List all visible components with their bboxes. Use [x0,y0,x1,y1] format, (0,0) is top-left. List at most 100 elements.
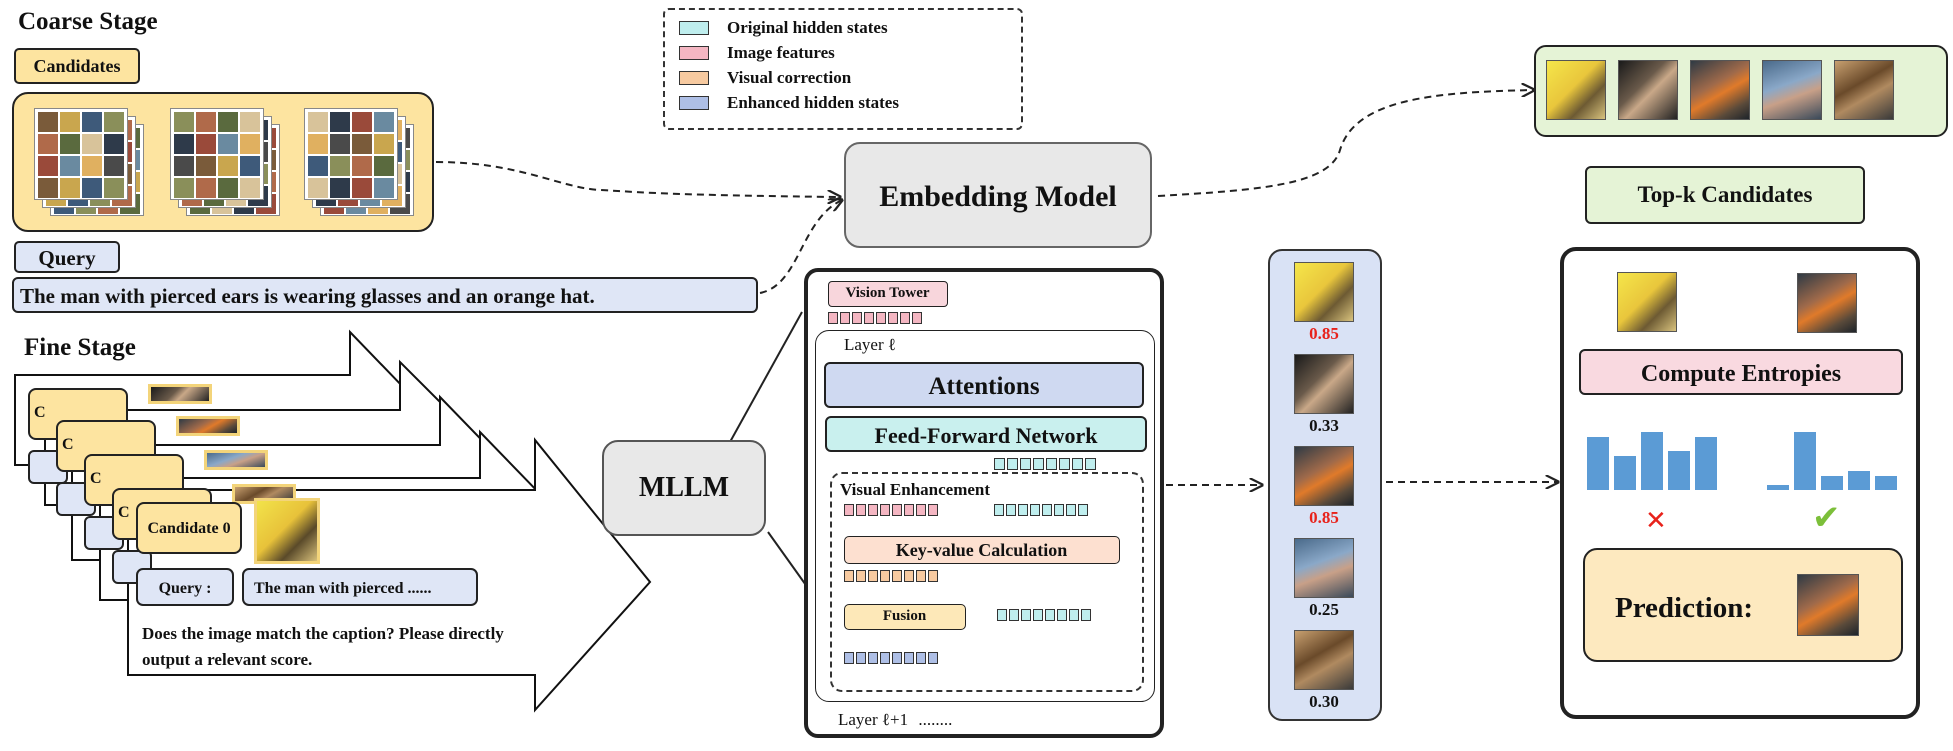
visual-enhancement-label: Visual Enhancement [840,480,991,499]
token-cell [1054,504,1064,516]
collage-tile [218,156,238,176]
score-value: 0.33 [1309,416,1339,435]
token-cell [844,504,854,516]
token-cell [916,570,926,582]
collage-tile [196,134,216,154]
collage-tile [330,178,350,198]
collage-tile [218,112,238,132]
collage-tile [38,134,58,154]
arrow-candidates-to-embedding [435,161,840,197]
token-cell [880,652,890,664]
fine-back-candidate-label: C [90,470,102,487]
token-cell [1046,458,1057,470]
ffn-label: Feed-Forward Network [874,423,1098,448]
collage-tile [60,156,80,176]
collage-tile [104,156,124,176]
entropy-bars-left [1587,432,1719,490]
token-cell [856,504,866,516]
collage-tile [374,134,394,154]
token-cell [1009,609,1019,621]
token-cell [892,504,902,516]
collage-tile [196,112,216,132]
token-cell [1059,458,1070,470]
collage-tile [82,112,102,132]
topk-thumbnail [1690,60,1750,120]
token-cell [880,570,890,582]
query-box: The man with pierced ears is wearing gla… [12,277,758,313]
fine-back-candidate-label: C [118,504,130,521]
query-tag-label: Query [38,246,96,270]
collage-tile [218,134,238,154]
score-image [1294,538,1354,598]
embedding-model-label: Embedding Model [879,180,1117,213]
fine-query-text: The man with pierced ...... [254,580,432,597]
entropy-bar [1614,456,1636,490]
mllm-label: MLLM [638,472,730,503]
collage-tile [240,134,260,154]
token-cell [1021,609,1031,621]
vision-tower-label: Vision Tower [845,285,930,301]
token-cell [1085,458,1096,470]
vision-tower-box: Vision Tower [828,281,948,307]
fusion-box: Fusion [844,604,966,630]
collage-tile [196,178,216,198]
arrow-embedding-to-topk [1157,90,1534,197]
layer-next-dots: ........ [918,710,953,729]
token-cell [828,312,838,324]
token-cell [1069,609,1079,621]
legend-label: Image features [727,43,835,62]
token-cell [1066,504,1076,516]
entropy-bar [1695,436,1717,490]
token-cell [1072,458,1083,470]
token-cell [997,609,1007,621]
collage-tile [352,156,372,176]
zoom-line-bottom [767,531,809,589]
topk-thumbnail [1546,60,1606,120]
token-cell [1018,504,1028,516]
token-cell [994,458,1005,470]
collage-tile [196,156,216,176]
score-image [1294,354,1354,414]
collage-tile [308,156,328,176]
legend-item: Original hidden states [679,18,888,38]
token-cell [928,652,938,664]
coarse-stage-title: Coarse Stage [18,8,158,35]
collage-tile [240,156,260,176]
collage-tile [374,112,394,132]
token-cell [1042,504,1052,516]
entropy-bar [1641,432,1663,490]
collage-tile [38,178,58,198]
visual-enhancement-panel [830,472,1144,692]
token-cell [1007,458,1018,470]
score-value: 0.25 [1309,600,1339,619]
kv-calc-box: Key-value Calculation [844,536,1120,564]
legend-swatch [679,96,709,110]
legend-item: Image features [679,43,835,63]
collage-tile [374,156,394,176]
token-cell [852,312,862,324]
compute-entropies-box: Compute Entropies [1579,349,1903,395]
token-cell [1033,609,1043,621]
layer-l-label: Layer ℓ [844,335,897,354]
entropy-image-right [1797,273,1857,333]
collage-tile [82,178,102,198]
token-cell [1033,458,1044,470]
token-cell [876,312,886,324]
token-cell [928,504,938,516]
collage-tile [174,178,194,198]
topk-thumbnail [1618,60,1678,120]
topk-thumbnail [1762,60,1822,120]
score-value: 0.30 [1309,692,1339,711]
topk-thumbnail [1834,60,1894,120]
token-cell [868,504,878,516]
collage-tile [240,178,260,198]
token-cell [1006,504,1016,516]
candidates-tag: Candidates [14,48,140,84]
mllm-box: MLLM [602,440,766,536]
collage-tile [60,112,80,132]
token-cell [916,504,926,516]
token-cell [840,312,850,324]
token-cell [904,652,914,664]
